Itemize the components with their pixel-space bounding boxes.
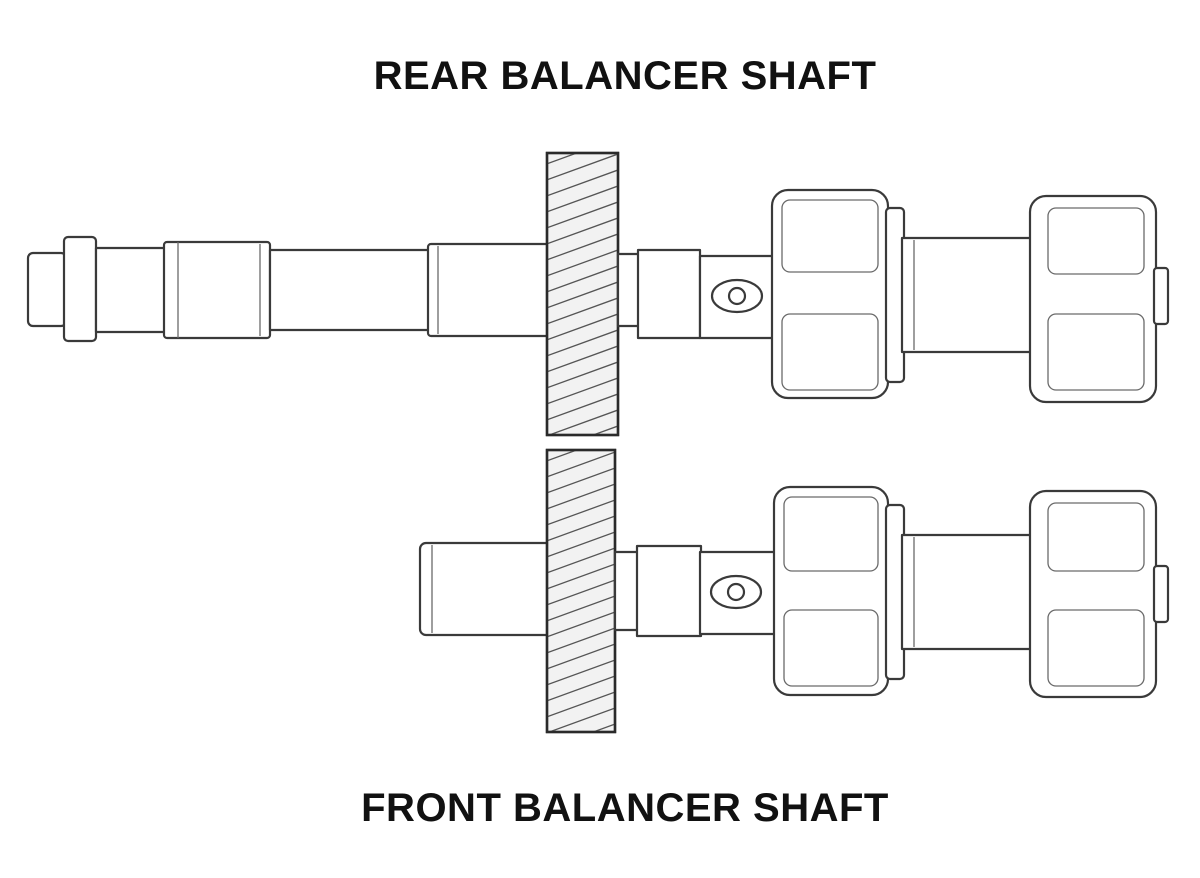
rear-shaft-long-section	[268, 248, 434, 332]
front-helical-gear	[545, 448, 617, 734]
front-shaft-journal-2	[900, 533, 1034, 651]
front-balance-weight-1	[772, 485, 890, 697]
rear-balance-weight-2	[1028, 194, 1158, 404]
rear-shaft-hub	[426, 242, 552, 338]
front-balancer-shaft-label: FRONT BALANCER SHAFT	[361, 786, 889, 830]
front-oil-hole	[726, 582, 746, 602]
rear-shaft-section-1	[94, 246, 170, 334]
rear-shaft-end-cap	[1152, 266, 1170, 326]
rear-shaft-thrust-collar	[636, 248, 702, 340]
rear-shaft-journal	[162, 240, 272, 340]
front-shaft-thrust-collar	[635, 544, 703, 638]
front-balancer-shaft	[418, 448, 1170, 734]
rear-oil-hole	[727, 286, 747, 306]
front-shaft-end-cap	[1152, 564, 1170, 624]
rear-shaft-collar	[62, 235, 98, 343]
rear-balance-weight-1	[770, 188, 890, 400]
rear-shaft-end-stub	[26, 251, 68, 328]
rear-shaft-spacer	[616, 252, 642, 328]
rear-helical-gear	[545, 151, 620, 437]
rear-balancer-shaft-label: REAR BALANCER SHAFT	[373, 54, 877, 98]
front-balance-weight-2	[1028, 489, 1158, 699]
rear-balancer-shaft	[26, 151, 1170, 437]
rear-shaft-journal-2	[900, 236, 1034, 354]
front-shaft-spacer	[613, 550, 641, 632]
front-shaft-end	[418, 541, 554, 637]
